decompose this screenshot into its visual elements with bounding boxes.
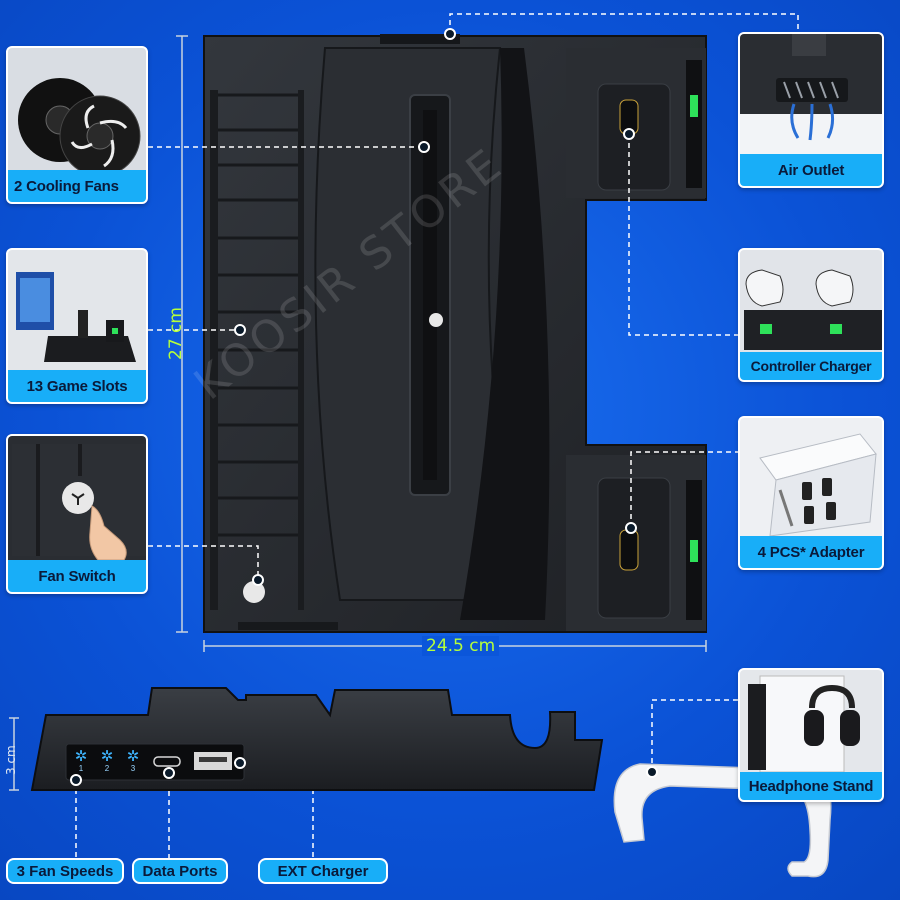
card-fan-switch: Fan Switch <box>6 434 148 594</box>
card-air-outlet: Air Outlet <box>738 32 884 188</box>
card-cooling-fans: 2 Cooling Fans <box>6 46 148 204</box>
adapter-box-icon <box>759 433 877 537</box>
depth-dimension-line <box>9 717 19 791</box>
vertical-panel <box>460 48 550 620</box>
fan-speeds-label: 3 Fan Speeds <box>6 858 124 884</box>
usb-c-port <box>153 756 181 767</box>
fan-switch-image <box>8 436 146 564</box>
headphone-stand-label: Headphone Stand <box>740 772 882 800</box>
air-outlet-label: Air Outlet <box>740 154 882 186</box>
adapter-label: 4 PCS* Adapter <box>740 536 882 568</box>
game-slot-ribs <box>212 93 300 537</box>
top-vent <box>380 34 460 44</box>
card-adapter: 4 PCS* Adapter <box>738 416 884 570</box>
controller-charger-label: Controller Charger <box>740 352 882 380</box>
controller-charger-image <box>740 250 882 352</box>
airflow-icon <box>740 34 882 158</box>
fan-switch-label: Fan Switch <box>8 560 146 592</box>
adapter-image <box>740 418 882 540</box>
headphone-stand-image <box>740 670 882 773</box>
controller-icon <box>744 269 882 350</box>
game-slots-label: 13 Game Slots <box>8 370 146 402</box>
charger-dock-bottom <box>566 455 706 631</box>
fan-icon <box>18 78 141 177</box>
fan-speed-3: ✲3 <box>126 748 140 773</box>
charger-dock-top <box>566 48 706 198</box>
finger-press-icon <box>12 444 146 561</box>
fan-switch-button <box>243 581 265 603</box>
fan-speed-2: ✲2 <box>100 748 114 773</box>
card-game-slots: 13 Game Slots <box>6 248 148 404</box>
fan-speed-1: ✲1 <box>74 748 88 773</box>
callout-connectors <box>75 13 799 860</box>
ext-charger-label: EXT Charger <box>258 858 388 884</box>
cooling-fans-label: 2 Cooling Fans <box>8 170 146 202</box>
width-label: 24.5 cm <box>422 636 500 656</box>
air-outlet-image <box>740 34 882 158</box>
card-headphone-stand: Headphone Stand <box>738 668 884 802</box>
game-slots-image <box>8 250 146 374</box>
headphone-icon <box>748 675 860 773</box>
fan-speed-indicators: ✲1 ✲2 ✲3 <box>70 748 148 776</box>
depth-label: 3 cm <box>4 745 18 775</box>
center-screw-icon <box>429 313 443 327</box>
data-ports-label: Data Ports <box>132 858 228 884</box>
height-label: 27 cm <box>166 307 186 360</box>
game-case-icon <box>16 272 136 362</box>
card-controller-charger: Controller Charger <box>738 248 884 382</box>
height-dimension-line <box>176 35 188 633</box>
cooling-fans-image <box>8 48 146 177</box>
